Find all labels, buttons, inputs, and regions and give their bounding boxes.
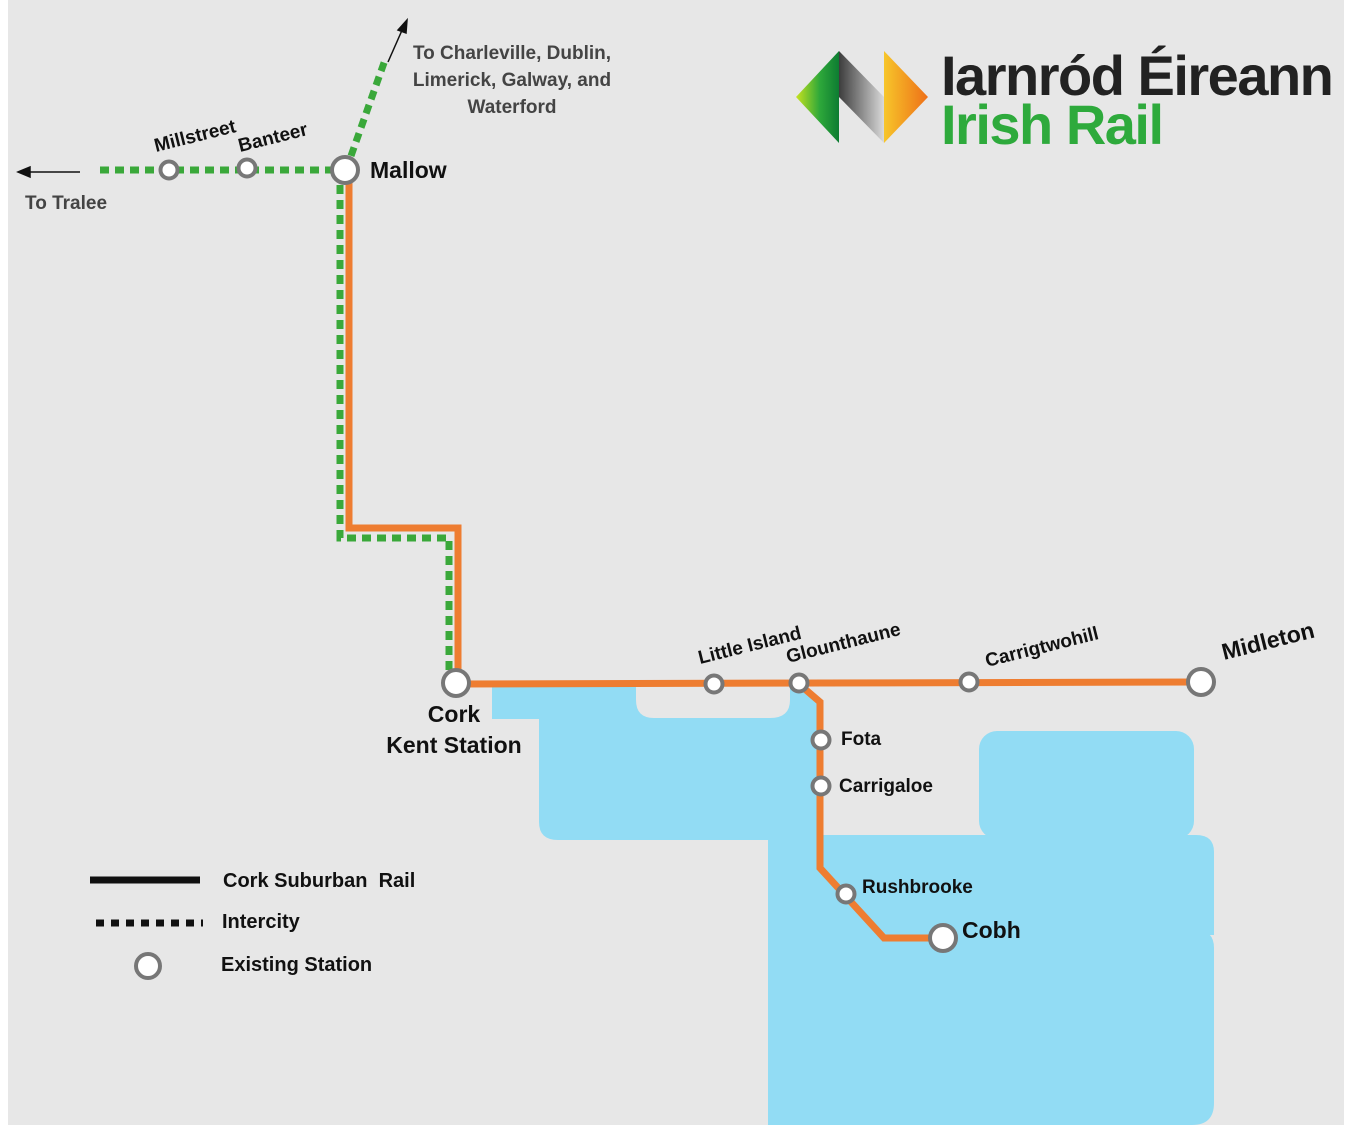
logo-green-arrow-icon [796, 51, 839, 143]
station-mallow[interactable] [330, 155, 360, 185]
station-glounthaune[interactable] [788, 672, 810, 694]
destination-north-line-2: Limerick, Galway, and [413, 70, 611, 91]
label-mallow: Mallow [370, 157, 447, 183]
destination-north-line-3: Waterford [467, 97, 556, 118]
legend: Cork Suburban Rail Intercity Existing St… [90, 870, 415, 980]
stations [158, 155, 1216, 953]
station-cork-kent[interactable] [441, 668, 471, 698]
label-cork: Cork [428, 701, 481, 727]
harbour-water [492, 686, 1214, 1125]
legend-station-swatch [134, 952, 162, 980]
irish-rail-logo: Iarnród Éireann Irish Rail [796, 44, 1334, 156]
logo-irish-name: Iarnród Éireann [941, 44, 1332, 107]
station-carrigtwohill[interactable] [958, 671, 980, 693]
logo-grey-band-icon [839, 51, 884, 143]
label-cobh: Cobh [962, 917, 1021, 943]
station-little-island[interactable] [703, 673, 725, 695]
station-carrigaloe[interactable] [810, 775, 832, 797]
station-cobh[interactable] [928, 923, 958, 953]
destination-north-line-1: To Charleville, Dublin, [413, 43, 611, 64]
legend-intercity-label: Intercity [222, 911, 301, 933]
destination-tralee: To Tralee [25, 193, 107, 214]
legend-station-label: Existing Station [221, 954, 372, 976]
intercity-line [100, 58, 453, 682]
station-fota[interactable] [810, 729, 832, 751]
logo-orange-arrow-icon [884, 51, 928, 143]
destination-arrows [16, 17, 408, 179]
label-rushbrooke: Rushbrooke [862, 877, 973, 898]
station-millstreet[interactable] [158, 159, 180, 181]
label-carrigaloe: Carrigaloe [839, 776, 933, 797]
station-midleton[interactable] [1186, 667, 1216, 697]
label-kent-station: Kent Station [386, 732, 521, 758]
label-fota: Fota [841, 729, 882, 750]
station-banteer[interactable] [236, 157, 258, 179]
station-rushbrooke[interactable] [835, 883, 857, 905]
legend-suburban-label: Cork Suburban Rail [223, 870, 415, 892]
logo-english-name: Irish Rail [941, 93, 1163, 156]
